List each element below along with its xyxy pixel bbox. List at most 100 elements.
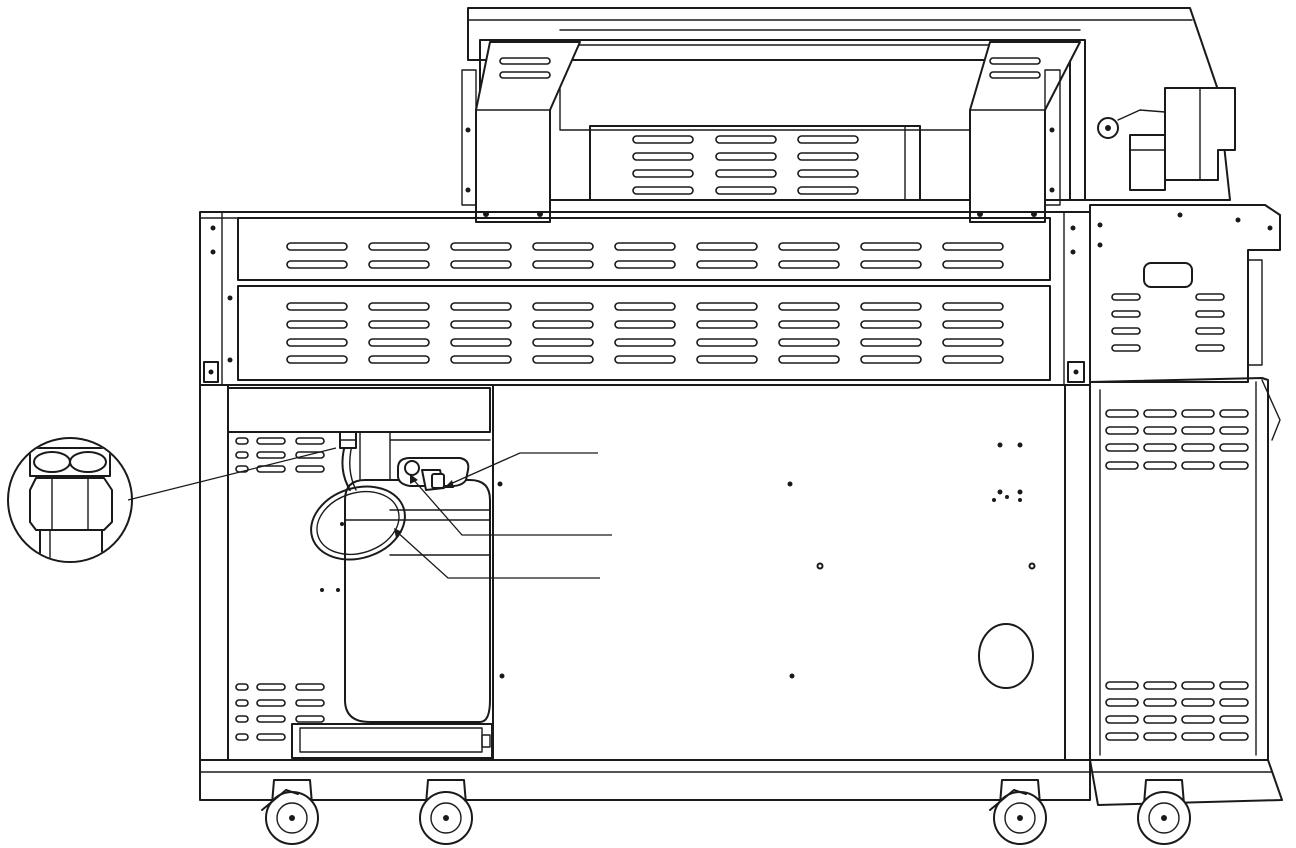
right-vent-slot	[1219, 426, 1249, 435]
right-hood-bracket	[969, 41, 1081, 223]
side-vent-slot	[1111, 310, 1141, 318]
rotisserie-motor	[1097, 87, 1236, 191]
tank-vent-slot	[295, 465, 325, 473]
manifold-fitting	[339, 431, 357, 449]
tank-vent-slot	[256, 451, 286, 459]
tank-base-tray	[291, 723, 493, 759]
right-vent-slot	[1105, 681, 1139, 690]
cart-cabinet	[199, 384, 1091, 761]
side-vent-slot	[1195, 310, 1225, 318]
right-vent-slot	[1181, 698, 1215, 707]
right-vent-slot	[1219, 681, 1249, 690]
propane-tank	[320, 432, 491, 723]
panel-vent-slot	[860, 242, 922, 251]
panel-vent-slot	[450, 320, 512, 329]
right-vent-slot	[1181, 732, 1215, 741]
control-panel-slots	[286, 242, 1004, 364]
panel-vent-slot	[778, 302, 840, 311]
casters	[261, 779, 1191, 845]
right-vent-slot	[1219, 732, 1249, 741]
tank-vent-slot	[235, 437, 249, 445]
tank-vent-slot	[256, 465, 286, 473]
panel-vent-slot	[778, 338, 840, 347]
right-vent-slot	[1105, 443, 1139, 452]
right-vent-slot	[1105, 426, 1139, 435]
panel-vent-slot	[860, 260, 922, 269]
regulator-valve	[397, 457, 470, 491]
panel-vent-slot	[860, 320, 922, 329]
panel-vent-slot	[532, 260, 594, 269]
panel-vent-slot	[450, 242, 512, 251]
panel-vent-slot	[286, 320, 348, 329]
panel-vent-slot	[532, 338, 594, 347]
right-vent-slot	[1143, 426, 1177, 435]
panel-vent-slot	[532, 302, 594, 311]
tank-vent-slot	[235, 699, 249, 707]
base-frame	[199, 759, 1283, 806]
right-vent-slot	[1219, 409, 1249, 418]
right-vent-slot	[1181, 715, 1215, 724]
panel-vent-slot	[860, 302, 922, 311]
panel-vent-slot	[614, 320, 676, 329]
side-vent-slot	[1111, 344, 1141, 352]
panel-vent-slot	[286, 355, 348, 364]
tank-vent-slot	[295, 715, 325, 723]
panel-vent-slot	[778, 320, 840, 329]
tank-vent-slot	[295, 699, 325, 707]
fitting-detail-callout	[7, 437, 337, 563]
hood-vent-slot	[632, 152, 694, 161]
panel-vent-slot	[942, 302, 1004, 311]
panel-vent-slot	[286, 302, 348, 311]
right-vent-slot	[1105, 732, 1139, 741]
left-hood-bracket	[461, 41, 581, 223]
caster-wheel	[419, 779, 473, 845]
panel-vent-slot	[778, 260, 840, 269]
right-vent-slot	[1105, 715, 1139, 724]
panel-vent-slot	[614, 242, 676, 251]
panel-vent-slot	[778, 242, 840, 251]
right-vent-slot	[1181, 681, 1215, 690]
tank-vent-slot	[256, 699, 286, 707]
caster-wheel	[989, 779, 1047, 845]
right-vent-slot	[1219, 715, 1249, 724]
hood-vent-slot	[715, 169, 777, 178]
tank-vent-slot	[256, 437, 286, 445]
panel-vent-slot	[450, 260, 512, 269]
right-vent-slot	[1143, 698, 1177, 707]
side-vent-slot	[1195, 327, 1225, 335]
panel-vent-slot	[368, 355, 430, 364]
panel-vent-slot	[286, 260, 348, 269]
panel-vent-slot	[860, 355, 922, 364]
tank-vent-slot	[235, 733, 249, 741]
panel-vent-slot	[450, 355, 512, 364]
panel-vent-slot	[450, 302, 512, 311]
tank-vent-slot	[256, 683, 286, 691]
hood-vent-slot	[797, 152, 859, 161]
caster-wheel	[261, 779, 319, 845]
tank-vent-slot	[295, 437, 325, 445]
panel-vent-slot	[860, 338, 922, 347]
panel-vent-slot	[614, 355, 676, 364]
right-vent-slot	[1219, 698, 1249, 707]
tank-vent-slot	[256, 733, 286, 741]
panel-vent-slot	[942, 355, 1004, 364]
hood-vent-slot	[632, 169, 694, 178]
hood-vent-slots	[632, 135, 859, 195]
side-vent-slot	[1111, 327, 1141, 335]
tank-compartment-vents	[235, 437, 325, 741]
regulator-hose	[310, 444, 406, 561]
right-vent-slot	[1105, 409, 1139, 418]
right-vent-slot	[1219, 461, 1249, 470]
hood-vent-slot	[715, 186, 777, 195]
right-vent-slot	[1219, 443, 1249, 452]
right-vent-slot	[1143, 409, 1177, 418]
panel-vent-slot	[286, 242, 348, 251]
side-vent-slot	[1111, 293, 1141, 301]
panel-vent-slot	[614, 338, 676, 347]
right-vent-slot	[1143, 715, 1177, 724]
right-vent-slot	[1105, 698, 1139, 707]
panel-vent-slot	[368, 320, 430, 329]
panel-vent-slot	[368, 302, 430, 311]
